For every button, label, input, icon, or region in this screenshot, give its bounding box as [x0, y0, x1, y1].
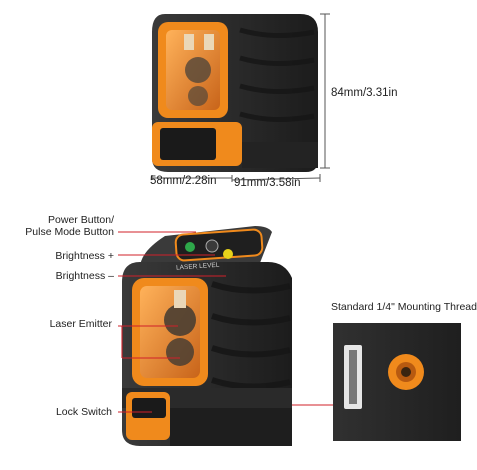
brightness-plus-label: Brightness + [55, 250, 114, 262]
bottom-device [122, 226, 292, 446]
power-button-label-line2: Pulse Mode Button [25, 226, 114, 238]
mounting-thread-inset [333, 323, 461, 441]
laser-emitter-label: Laser Emitter [49, 318, 112, 330]
power-button-label-line1: Power Button/ [48, 214, 114, 226]
width-dimension-label: 91mm/3.58in [234, 177, 301, 189]
brightness-minus-label: Brightness – [55, 270, 114, 282]
top-device [152, 14, 318, 172]
lock-switch-label: Lock Switch [55, 406, 112, 418]
mounting-thread-label: Standard 1/4" Mounting Thread [331, 301, 477, 313]
depth-dimension-label: 58mm/2.28in [150, 175, 217, 187]
dimension-lines [151, 13, 330, 182]
height-dimension-label: 84mm/3.31in [331, 87, 398, 99]
device-panel-text: LASER LEVEL [176, 262, 220, 272]
power-button-label: Power Button/ Pulse Mode Button [25, 214, 114, 238]
callout-lines [118, 231, 333, 413]
